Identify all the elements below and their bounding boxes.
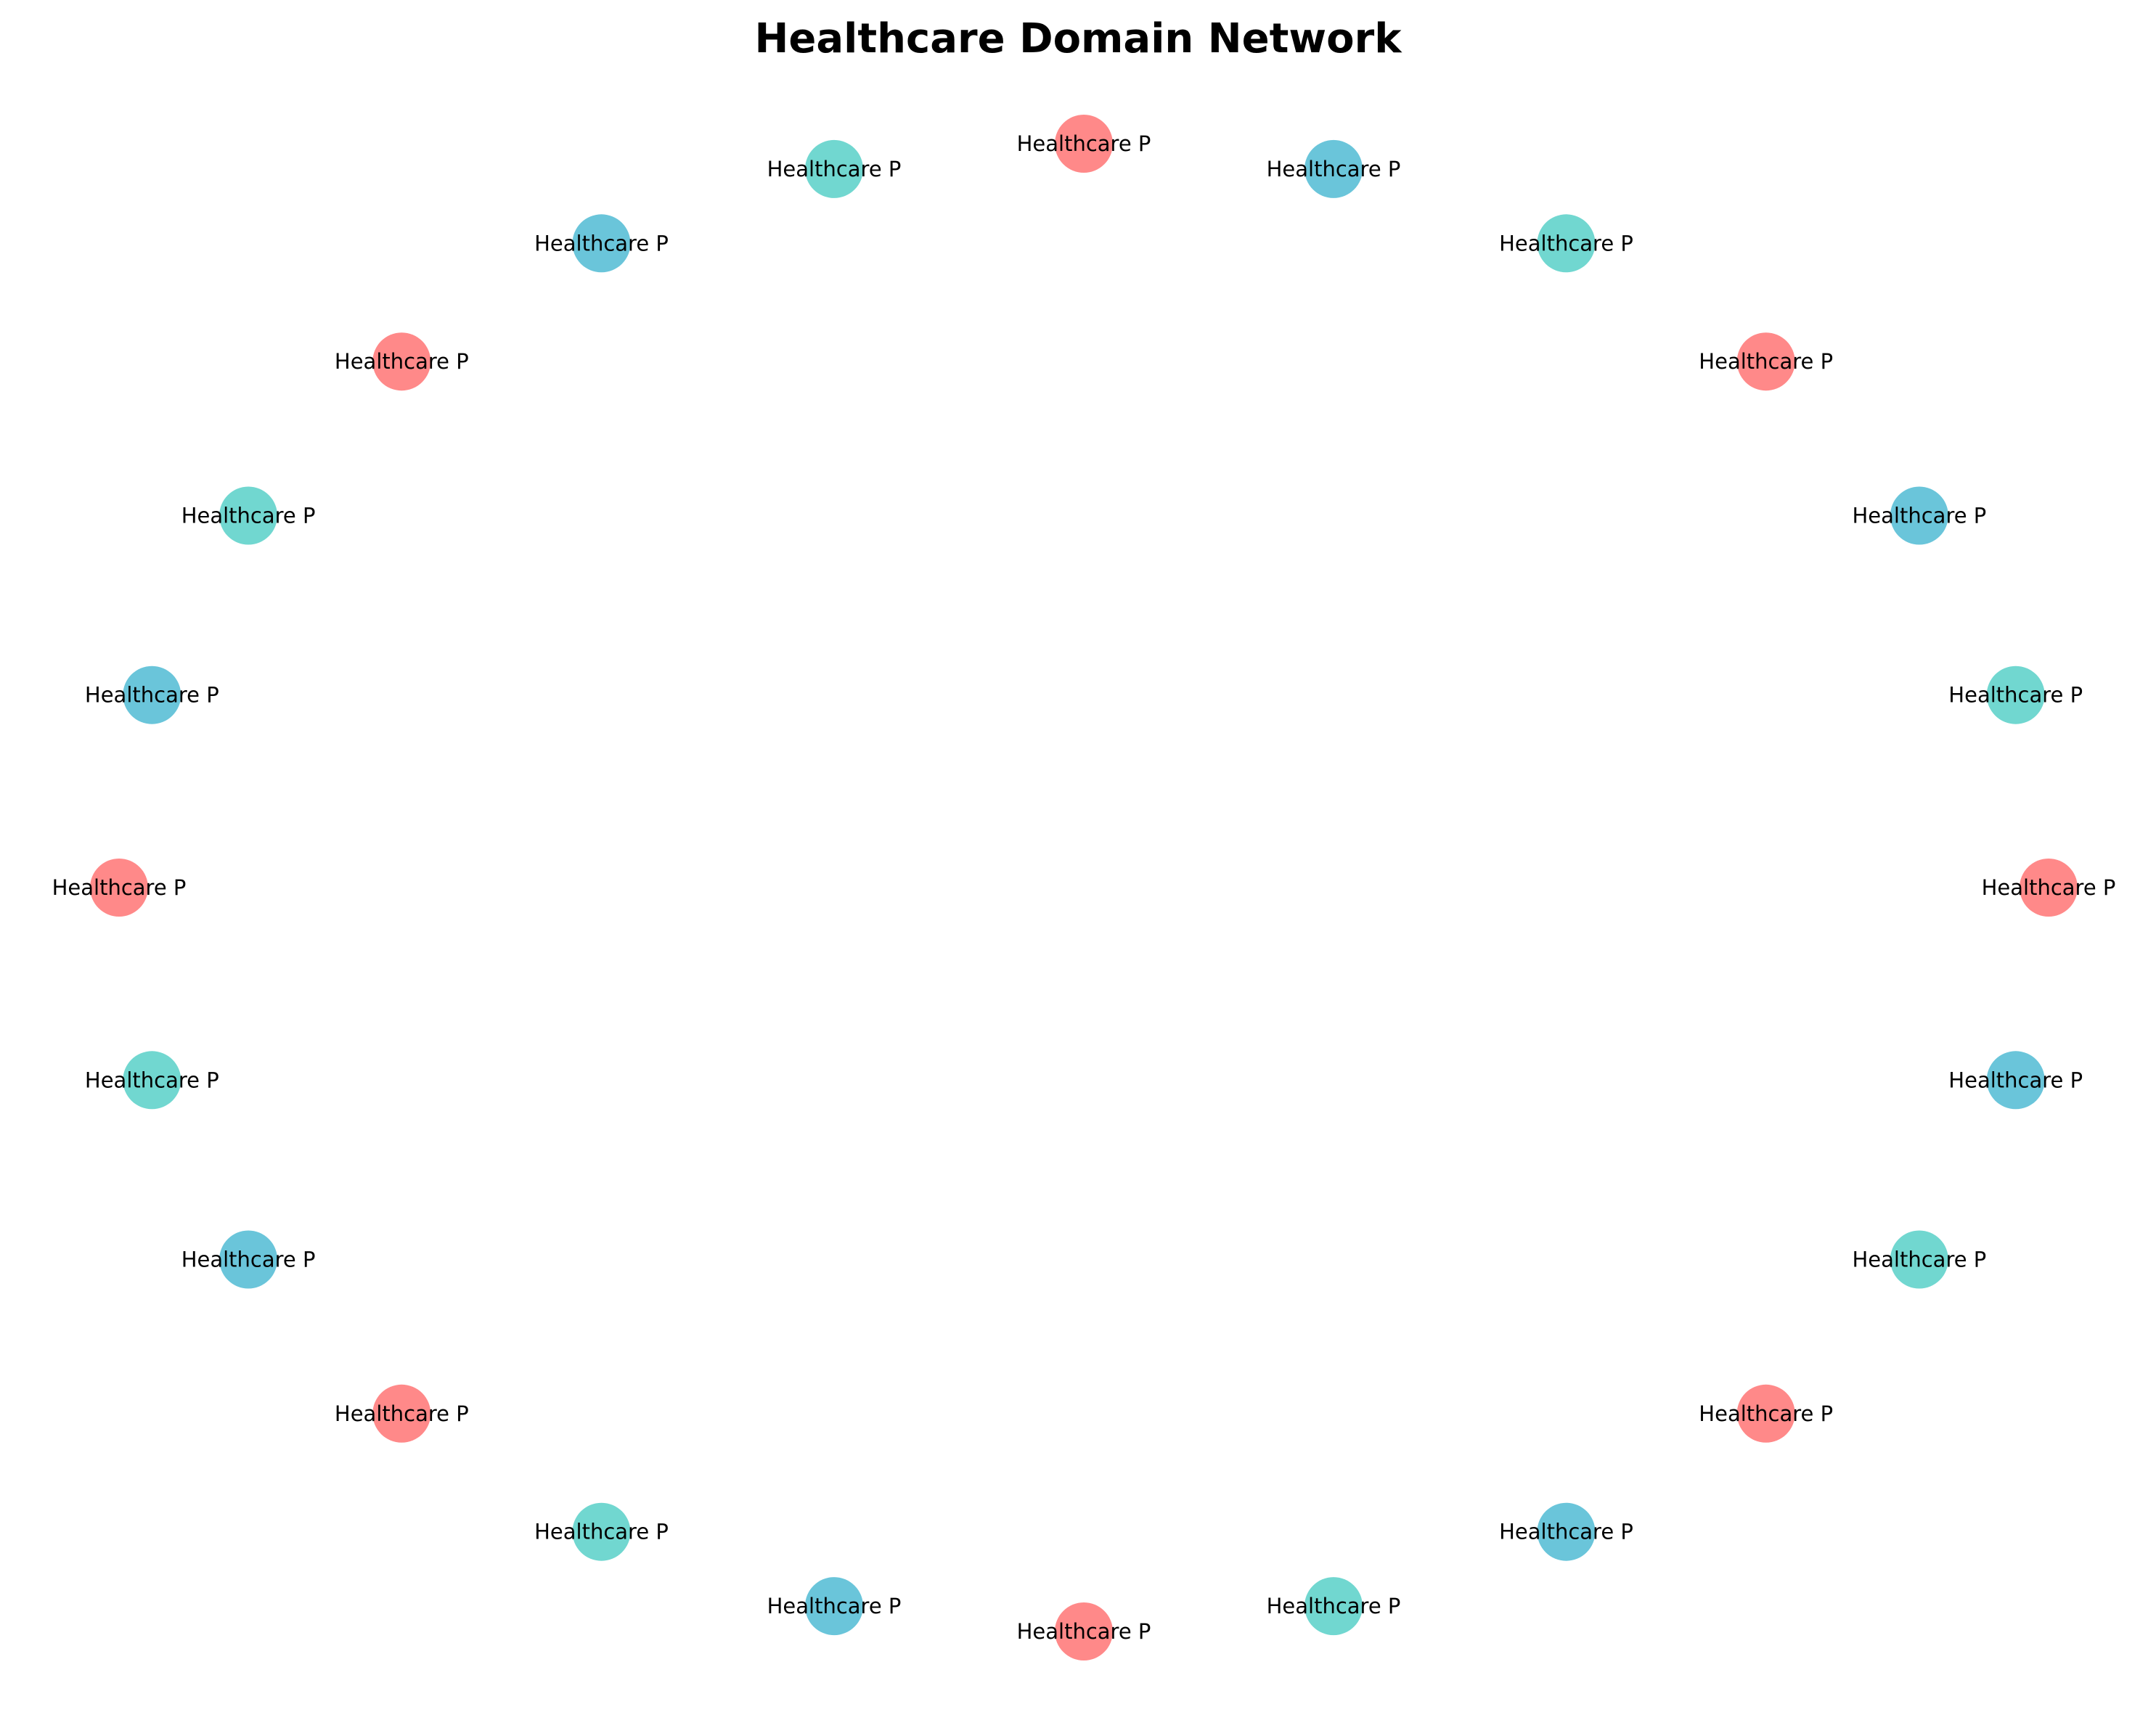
node-label: Healthcare P xyxy=(1499,231,1633,255)
node-label: Healthcare P xyxy=(1017,1619,1151,1644)
node-circle xyxy=(1986,666,2045,724)
network-node: Healthcare P xyxy=(52,859,187,917)
network-node: Healthcare P xyxy=(1982,859,2116,917)
node-circle xyxy=(572,1502,631,1561)
network-node: Healthcare P xyxy=(181,486,316,545)
node-label: Healthcare P xyxy=(1853,504,1987,528)
network-node: Healthcare P xyxy=(1499,1502,1633,1561)
network-node: Healthcare P xyxy=(85,1051,219,1110)
node-label: Healthcare P xyxy=(767,1594,902,1618)
node-label: Healthcare P xyxy=(335,1401,469,1426)
network-node: Healthcare P xyxy=(534,214,669,273)
network-node: Healthcare P xyxy=(85,666,219,724)
node-label: Healthcare P xyxy=(181,1248,316,1272)
network-node: Healthcare P xyxy=(1948,1051,2083,1110)
network-node: Healthcare P xyxy=(335,1384,469,1443)
network-node: Healthcare P xyxy=(1853,486,1987,545)
node-circle xyxy=(2020,859,2078,917)
network-node: Healthcare P xyxy=(335,332,469,391)
node-label: Healthcare P xyxy=(1948,1068,2083,1092)
node-label: Healthcare P xyxy=(1982,875,2116,900)
network-node: Healthcare P xyxy=(1699,332,1833,391)
network-node: Healthcare P xyxy=(1853,1230,1987,1289)
node-label: Healthcare P xyxy=(335,349,469,374)
node-label: Healthcare P xyxy=(85,683,219,708)
node-label: Healthcare P xyxy=(1499,1520,1633,1544)
node-label: Healthcare P xyxy=(1699,349,1833,374)
node-label: Healthcare P xyxy=(767,157,902,181)
node-label: Healthcare P xyxy=(181,504,316,528)
node-circle xyxy=(1736,1384,1795,1443)
node-circle xyxy=(1055,1602,1113,1660)
node-circle xyxy=(1304,139,1363,198)
node-circle xyxy=(1304,1577,1363,1636)
node-label: Healthcare P xyxy=(1267,1594,1401,1618)
network-node: Healthcare P xyxy=(534,1502,669,1561)
node-circle xyxy=(372,332,431,391)
node-circle xyxy=(1890,1230,1948,1289)
network-node: Healthcare P xyxy=(1699,1384,1833,1443)
node-label: Healthcare P xyxy=(85,1068,219,1092)
network-node: Healthcare P xyxy=(1267,139,1401,198)
node-label: Healthcare P xyxy=(534,231,669,255)
node-circle xyxy=(572,214,631,273)
node-label: Healthcare P xyxy=(1267,157,1401,181)
nodes-layer: Healthcare P Healthcare P Healthcare P Heal… xyxy=(52,115,2116,1660)
network-node: Healthcare P xyxy=(767,139,902,198)
node-circle xyxy=(219,1230,278,1289)
node-label: Healthcare P xyxy=(1948,683,2083,708)
node-label: Healthcare P xyxy=(1853,1248,1987,1272)
node-circle xyxy=(372,1384,431,1443)
node-label: Healthcare P xyxy=(52,875,187,900)
network-node: Healthcare P xyxy=(1499,214,1633,273)
node-circle xyxy=(805,139,863,198)
node-circle xyxy=(1055,115,1113,173)
node-circle xyxy=(805,1577,863,1636)
diagram-title: Healthcare Domain Network xyxy=(755,15,1403,62)
network-node: Healthcare P xyxy=(1017,1602,1151,1660)
node-circle xyxy=(1537,1502,1596,1561)
network-node: Healthcare P xyxy=(767,1577,902,1636)
node-circle xyxy=(90,859,148,917)
network-node: Healthcare P xyxy=(1017,115,1151,173)
node-circle xyxy=(1890,486,1948,545)
node-circle xyxy=(219,486,278,545)
node-circle xyxy=(1537,214,1596,273)
node-circle xyxy=(123,1051,181,1110)
node-circle xyxy=(123,666,181,724)
node-circle xyxy=(1736,332,1795,391)
node-circle xyxy=(1986,1051,2045,1110)
network-node: Healthcare P xyxy=(1267,1577,1401,1636)
network-node: Healthcare P xyxy=(181,1230,316,1289)
node-label: Healthcare P xyxy=(1699,1401,1833,1426)
node-label: Healthcare P xyxy=(534,1520,669,1544)
network-node: Healthcare P xyxy=(1948,666,2083,724)
node-label: Healthcare P xyxy=(1017,131,1151,156)
